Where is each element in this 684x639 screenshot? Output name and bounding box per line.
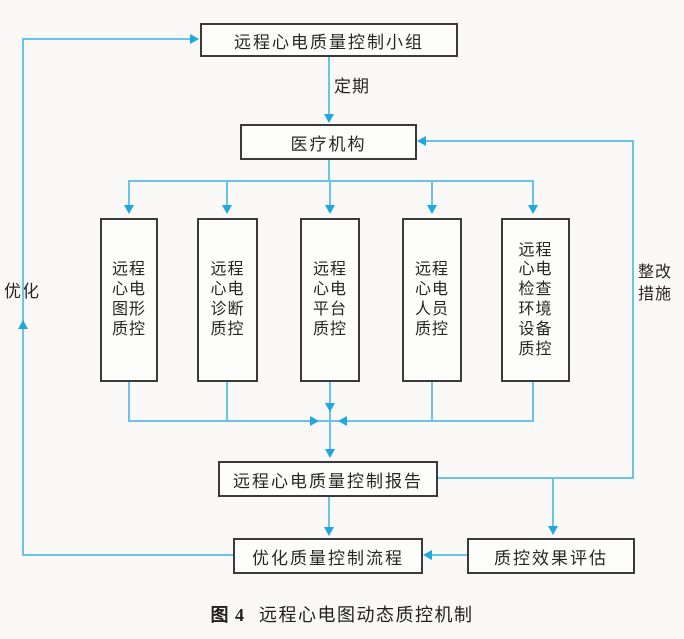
connector-dist-2 [226, 180, 228, 208]
connector-periodic [328, 57, 330, 117]
arrowhead-into-report [325, 449, 335, 458]
connector-medical-stem [328, 160, 330, 182]
arrowhead-into-medical-org [324, 114, 334, 123]
label-rectification: 整改 措施 [638, 264, 673, 304]
connector-dist-3 [329, 180, 331, 208]
node-qc-platform: 远程 心电 平台 质控 [300, 218, 360, 382]
label-optimize: 优化 [4, 280, 40, 304]
label-periodic: 定期 [334, 77, 370, 96]
node-optimize-process: 优化质量控制流程 [233, 538, 423, 574]
connector-junction-report [329, 421, 331, 452]
connector-dist-4 [431, 180, 433, 208]
connector-merge-2 [226, 382, 228, 422]
arrowhead-junction-down [325, 403, 335, 412]
connector-merge-1 [128, 382, 130, 422]
connector-evaluation-optimize [432, 554, 467, 556]
node-qc-report: 远程心电质量控制报告 [218, 461, 438, 497]
arrowhead-into-evaluation [548, 526, 558, 535]
node-qc-personnel: 远程 心电 人员 质控 [402, 218, 462, 382]
arrowhead-into-qc-2 [222, 205, 232, 214]
connector-dist-1 [128, 180, 130, 208]
connector-distribution-bar [128, 180, 534, 182]
arrowhead-into-qc-1 [124, 205, 134, 214]
connector-rectification-top [424, 140, 634, 142]
connector-left-loop-vertical [22, 38, 24, 556]
node-effect-evaluation: 质控效果评估 [467, 538, 635, 574]
figure-title: 远程心电图动态质控机制 [259, 605, 474, 625]
arrowhead-junction-from-right [338, 416, 347, 426]
arrowhead-into-qc-4 [427, 205, 437, 214]
figure-number: 图 4 [210, 605, 245, 625]
connector-left-loop-bottom [22, 554, 233, 556]
node-qc-group: 远程心电质量控制小组 [200, 23, 458, 57]
node-medical-org: 医疗机构 [240, 124, 417, 160]
connector-merge-4 [431, 382, 433, 422]
node-qc-image: 远程 心电 图形 质控 [100, 218, 158, 382]
connector-merge-5 [532, 382, 534, 422]
figure-caption: 图 4 远程心电图动态质控机制 [0, 601, 684, 627]
arrowhead-into-optimize-right [423, 550, 432, 560]
arrowhead-junction-from-left [310, 416, 319, 426]
connector-merge-bar [128, 420, 534, 422]
connector-evaluation-branch [552, 477, 554, 527]
arrowhead-into-optimize [324, 527, 334, 536]
arrowhead-into-qc-group [190, 34, 199, 44]
connector-dist-5 [532, 180, 534, 208]
connector-rectification-vertical [632, 140, 634, 479]
connector-merge-3 [329, 382, 331, 422]
arrowhead-into-qc-3 [325, 205, 335, 214]
node-qc-environment-equipment: 远程 心电 检查 环境 设备 质控 [501, 218, 570, 382]
arrowhead-into-medical-org-right [417, 136, 426, 146]
connector-report-right [438, 477, 634, 479]
arrowhead-up-left-loop [18, 320, 28, 329]
arrowhead-into-qc-5 [528, 205, 538, 214]
connector-report-optimize [328, 497, 330, 528]
node-qc-diagnosis: 远程 心电 诊断 质控 [197, 218, 258, 382]
connector-left-loop-top [22, 38, 191, 40]
